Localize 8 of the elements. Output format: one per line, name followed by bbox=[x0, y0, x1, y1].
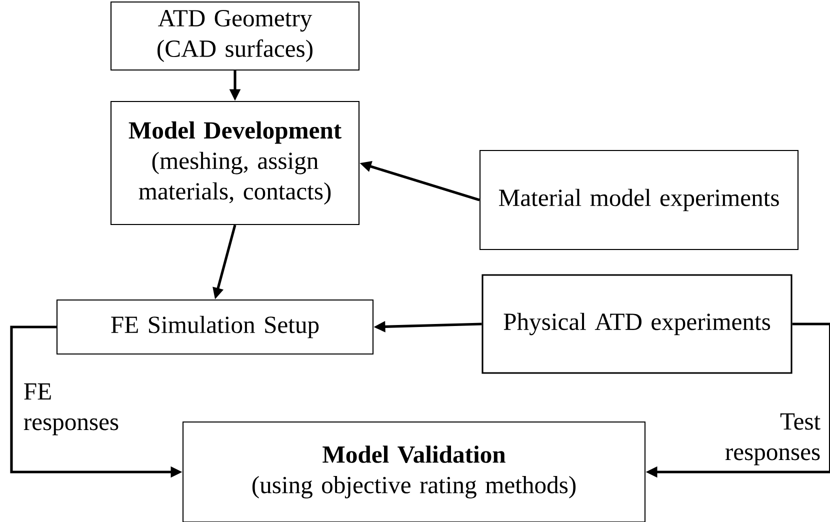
process-box: ATD Geometry (CAD surfaces) bbox=[110, 1, 360, 71]
process-box: Physical ATD experiments bbox=[482, 274, 792, 374]
process-box: Material model experiments bbox=[479, 150, 799, 250]
process-box: Model Validation (using objective rating methods) bbox=[182, 421, 646, 522]
edge-label: Test responses bbox=[725, 413, 820, 466]
process-box: FE Simulation Setup bbox=[56, 299, 374, 355]
process-box: Model Development (meshing, assign materials, contacts) bbox=[110, 100, 360, 226]
edge-label: FE responses bbox=[24, 383, 118, 436]
